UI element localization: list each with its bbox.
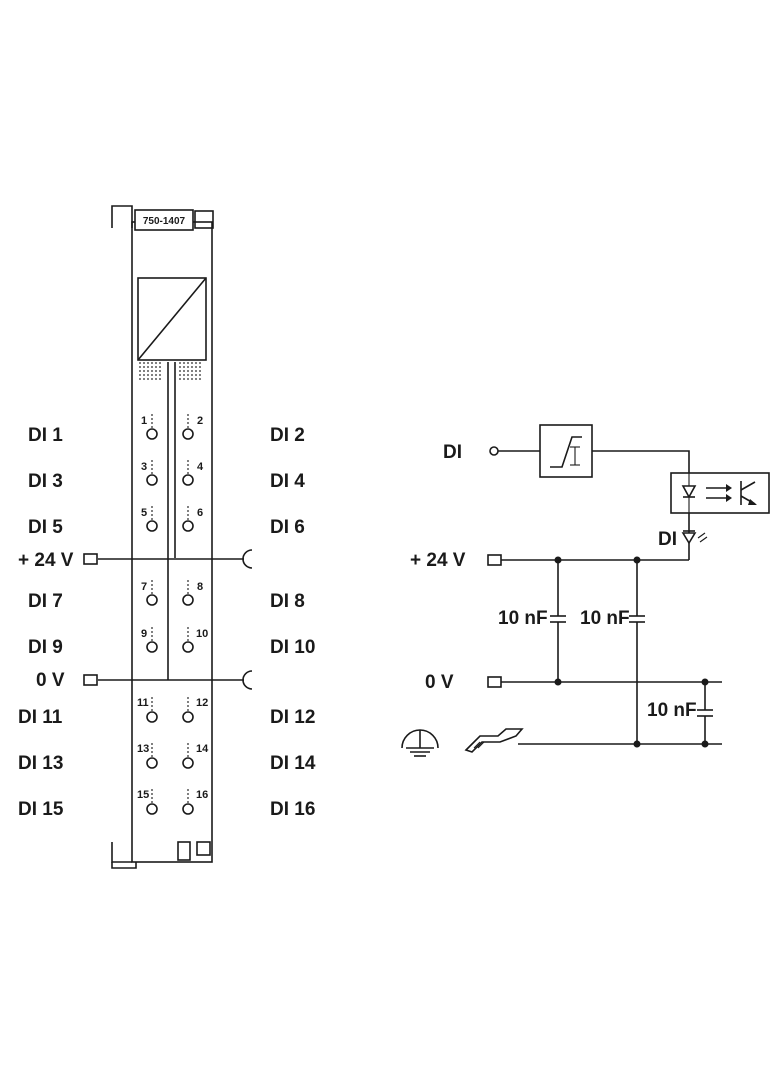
part-number-box	[134, 209, 194, 231]
schematic-zero-terminal	[487, 676, 502, 688]
label-di6: DI 6	[270, 517, 305, 538]
terminal-point-8[interactable]: 8	[182, 580, 203, 606]
plus24-terminal	[83, 553, 98, 565]
terminal-point-16[interactable]: 16	[182, 789, 208, 815]
pin-number: 13	[137, 743, 149, 755]
label-di10: DI 10	[270, 637, 315, 658]
status-led-icon	[681, 532, 697, 545]
pin-number: 3	[141, 461, 147, 473]
label-di1: DI 1	[28, 425, 63, 446]
pin-number: 16	[196, 789, 208, 801]
label-di9: DI 9	[28, 637, 63, 658]
label-di11: DI 11	[18, 707, 63, 728]
terminal-point-13[interactable]: 13	[137, 743, 158, 769]
pin-number: 9	[141, 628, 147, 640]
pin-number: 8	[197, 581, 203, 593]
terminal-point-1[interactable]: 1	[141, 414, 158, 440]
label-di15: DI 15	[18, 799, 64, 820]
terminal-point-11[interactable]: 11	[137, 697, 158, 723]
bottom-latch-left	[111, 842, 132, 863]
label-di5: DI 5	[28, 517, 63, 538]
zero-terminal	[83, 674, 98, 686]
pin-number: 7	[141, 581, 147, 593]
cap3-label: 10 nF	[647, 700, 697, 721]
label-di3: DI 3	[28, 471, 63, 492]
terminal-point-14[interactable]: 14	[182, 743, 209, 769]
pin-number: 14	[196, 743, 209, 755]
module-top-clip	[194, 210, 214, 229]
io-module: 750-1407	[18, 205, 316, 869]
terminal-point-5[interactable]: 5	[141, 506, 158, 532]
pin-number: 12	[196, 697, 208, 709]
label-di4: DI 4	[270, 471, 305, 492]
input-schematic: DI DI + 24 V	[401, 424, 770, 757]
plus24-jumper-right	[242, 549, 253, 569]
label-di2: DI 2	[270, 425, 305, 446]
pin-number: 1	[141, 415, 147, 427]
pin-number: 10	[196, 628, 208, 640]
schematic-plus24-label: + 24 V	[410, 550, 466, 571]
pin-number: 4	[197, 461, 204, 473]
terminal-point-12[interactable]: 12	[182, 697, 208, 723]
label-zero: 0 V	[36, 670, 65, 691]
terminal-point-9[interactable]: 9	[141, 627, 158, 653]
pin-number: 6	[197, 507, 203, 519]
cap1-label: 10 nF	[498, 608, 548, 629]
terminal-points-right: 2 4 6 8 10 12	[182, 414, 209, 815]
schematic-led-label: DI	[658, 529, 677, 550]
schematic-plus24-terminal	[487, 554, 502, 566]
input-filter-block	[539, 424, 593, 478]
cap2-label: 10 nF	[580, 608, 630, 629]
pin-number: 15	[137, 789, 149, 801]
terminal-point-4[interactable]: 4	[182, 460, 204, 486]
part-number: 750-1407	[143, 216, 186, 227]
terminal-point-15[interactable]: 15	[137, 789, 158, 815]
terminal-point-6[interactable]: 6	[182, 506, 203, 532]
terminal-points-left: 1 3 5 7 9 11 1	[137, 414, 158, 815]
di-input-terminal	[489, 446, 499, 456]
protective-earth-icon	[401, 729, 439, 757]
terminal-point-10[interactable]: 10	[182, 627, 208, 653]
bottom-latch-left-inner	[111, 862, 137, 869]
schematic-zero-label: 0 V	[425, 672, 454, 693]
bottom-foot-right	[196, 841, 211, 856]
terminal-point-2[interactable]: 2	[182, 414, 203, 440]
converter-diagonal	[137, 277, 207, 361]
label-di12: DI 12	[270, 707, 315, 728]
label-di8: DI 8	[270, 591, 305, 612]
label-di13: DI 13	[18, 753, 63, 774]
filter-symbol	[550, 436, 582, 468]
top-latch	[111, 205, 133, 228]
zero-jumper-right	[242, 670, 253, 690]
din-rail-icon	[464, 728, 524, 753]
converter-block	[137, 277, 207, 361]
label-di14: DI 14	[270, 753, 316, 774]
label-di7: DI 7	[28, 591, 63, 612]
optocoupler	[670, 472, 770, 514]
pin-number: 11	[137, 697, 149, 709]
terminal-point-3[interactable]: 3	[141, 460, 158, 486]
pin-number: 2	[197, 415, 203, 427]
label-plus24: + 24 V	[18, 550, 74, 571]
label-di16: DI 16	[270, 799, 315, 820]
pin-number: 5	[141, 507, 147, 519]
terminal-point-7[interactable]: 7	[141, 580, 158, 606]
bottom-foot-mid	[177, 841, 191, 861]
data-contacts	[139, 362, 201, 382]
schematic-di-label: DI	[443, 442, 462, 463]
